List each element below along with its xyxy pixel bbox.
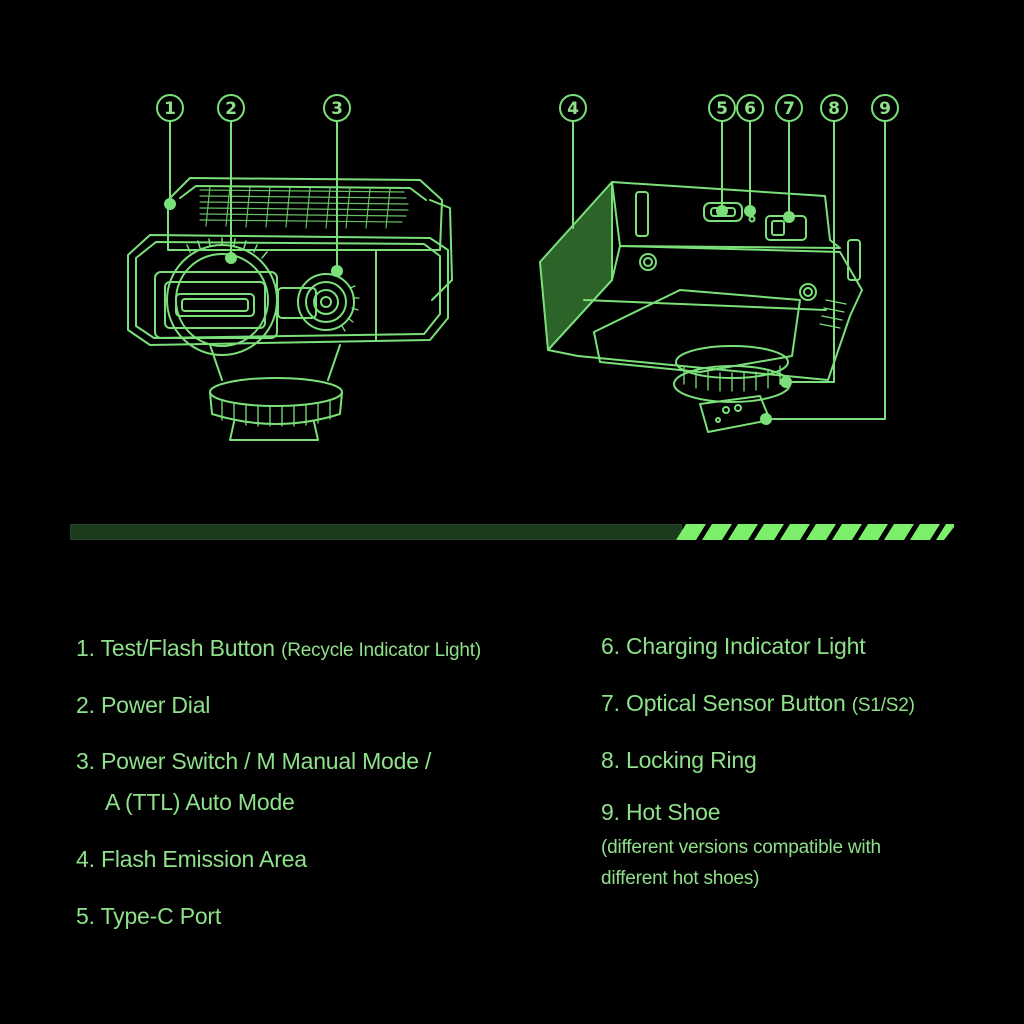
legend-text: Hot Shoe	[626, 799, 721, 825]
legend-subnote: (different versions compatible with diff…	[601, 837, 881, 889]
legend-text: Locking Ring	[626, 747, 757, 773]
callout-5: 5	[708, 94, 736, 122]
product-diagram: 1 2 3 4 5 6 7 8 9	[0, 0, 1024, 500]
callout-8: 8	[820, 94, 848, 122]
legend-number: 1.	[76, 635, 95, 661]
legend-item-4: 4. Flash Emission Area	[76, 845, 307, 873]
legend-item-5: 5. Type-C Port	[76, 902, 221, 930]
legend-item-9: 9. Hot Shoe (different versions compatib…	[601, 798, 901, 894]
flash-line-art: 1 2 3 4 5 6 7 8 9	[127, 94, 899, 441]
callout-4: 4	[559, 94, 587, 122]
legend-item-2: 2. Power Dial	[76, 691, 210, 719]
legend-text: Flash Emission Area	[101, 846, 307, 872]
legend-number: 8.	[601, 747, 620, 773]
callout-9: 9	[871, 94, 899, 122]
callout-badges: 1 2 3 4 5 6 7 8 9	[156, 94, 899, 122]
legend-item-6: 6. Charging Indicator Light	[601, 632, 866, 660]
legend-text: Power Dial	[101, 692, 211, 718]
legend-number: 4.	[76, 846, 95, 872]
svg-text:2: 2	[225, 99, 237, 119]
callout-1: 1	[156, 94, 184, 122]
legend-text: Optical Sensor Button	[626, 690, 846, 716]
divider-stripes	[676, 524, 954, 540]
front-view-device	[127, 177, 453, 441]
svg-text:6: 6	[744, 99, 756, 119]
svg-text:4: 4	[567, 99, 579, 119]
legend-item-1: 1. Test/Flash Button (Recycle Indicator …	[76, 634, 481, 665]
legend-text: Charging Indicator Light	[626, 633, 866, 659]
callout-3: 3	[323, 94, 351, 122]
legend-text: Type-C Port	[100, 903, 222, 929]
callout-leaders	[164, 120, 886, 425]
svg-text:3: 3	[331, 99, 343, 119]
legend-number: 9.	[601, 799, 620, 825]
legend-continuation: A (TTL) Auto Mode	[105, 789, 295, 815]
legend-note: (S1/S2)	[851, 695, 915, 716]
legend-item-7: 7. Optical Sensor Button (S1/S2)	[601, 689, 915, 720]
callout-2: 2	[217, 94, 245, 122]
legend-text: Power Switch / M Manual Mode /	[101, 748, 432, 774]
svg-text:7: 7	[783, 99, 795, 119]
legend-text: Test/Flash Button	[100, 635, 276, 661]
svg-text:8: 8	[828, 99, 840, 119]
legend-number: 5.	[76, 903, 95, 929]
legend-number: 7.	[601, 690, 620, 716]
legend-number: 3.	[76, 748, 95, 774]
section-divider-bar	[70, 524, 954, 540]
svg-text:5: 5	[716, 99, 728, 119]
divider-solid-segment	[70, 524, 682, 540]
svg-text:1: 1	[164, 99, 176, 119]
legend-number: 6.	[601, 633, 620, 659]
legend-note: (Recycle Indicator Light)	[281, 640, 481, 661]
svg-text:9: 9	[879, 99, 891, 119]
legend-number: 2.	[76, 692, 95, 718]
callout-7: 7	[775, 94, 803, 122]
legend-item-8: 8. Locking Ring	[601, 746, 757, 774]
callout-6: 6	[736, 94, 764, 122]
legend-item-3: 3. Power Switch / M Manual Mode / A (TTL…	[76, 747, 431, 816]
rear-view-device	[539, 181, 863, 433]
